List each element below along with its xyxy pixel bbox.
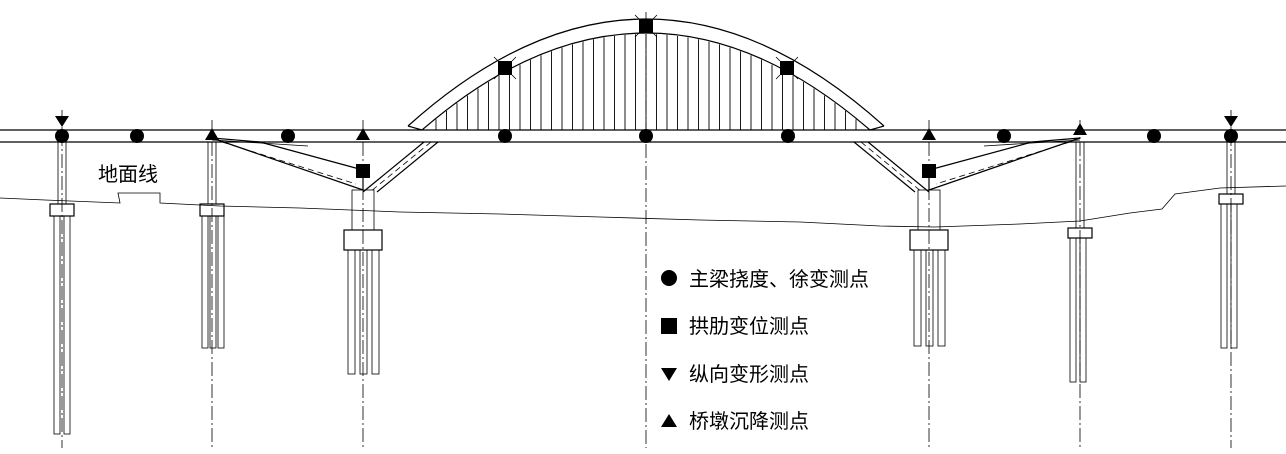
legend-item-longitudinal-deformation: 纵向变形测点 <box>661 362 809 386</box>
legend-item-arch-displacement: 拱肋变位测点 <box>661 314 809 338</box>
legend-label: 桥墩沉降测点 <box>689 409 809 433</box>
pier-1 <box>49 141 75 435</box>
arch-point-marker <box>356 164 370 178</box>
longitudinal-deformation-points <box>55 116 1238 127</box>
settlement-point-marker <box>922 128 936 140</box>
longitudinal-point-marker <box>1224 116 1238 127</box>
deflection-point-marker <box>498 129 512 143</box>
legend-item-girder-deflection: 主梁挠度、徐变测点 <box>661 267 869 291</box>
arch-point-marker <box>922 164 936 178</box>
deflection-point-marker <box>55 129 69 143</box>
pier-settlement-points <box>205 123 1087 140</box>
deflection-point-marker <box>781 129 795 143</box>
legend: 主梁挠度、徐变测点 拱肋变位测点 纵向变形测点 桥墩沉降测点 <box>661 267 869 433</box>
arch-point-marker <box>639 19 653 33</box>
arch-point-marker <box>780 61 794 75</box>
arch-displacement-points <box>356 14 936 178</box>
deflection-point-marker <box>997 129 1011 143</box>
legend-item-pier-settlement: 桥墩沉降测点 <box>661 409 809 433</box>
legend-label: 主梁挠度、徐变测点 <box>689 267 869 291</box>
arch-point-marker <box>498 61 512 75</box>
pier-6 <box>1218 141 1244 349</box>
deflection-point-marker <box>1147 129 1161 143</box>
deflection-point-marker <box>639 129 653 143</box>
ground-line-label: 地面线 <box>98 162 158 186</box>
longitudinal-point-marker <box>55 116 69 127</box>
pier-5 <box>1067 141 1093 383</box>
legend-label: 拱肋变位测点 <box>689 314 809 338</box>
legend-square-icon <box>661 318 677 334</box>
pier-4 <box>909 189 949 347</box>
pier-3 <box>343 189 383 375</box>
legend-triangle-up-icon <box>661 414 677 427</box>
arch-hangers <box>435 34 857 130</box>
settlement-point-marker <box>356 128 370 140</box>
deflection-point-marker <box>130 129 144 143</box>
settlement-point-marker <box>205 128 219 140</box>
settlement-point-marker <box>1073 123 1087 135</box>
pier-2 <box>199 141 225 349</box>
legend-circle-icon <box>661 270 677 286</box>
ground-line <box>0 185 1286 228</box>
deflection-point-marker <box>281 129 295 143</box>
deflection-point-marker <box>1224 129 1238 143</box>
legend-triangle-down-icon <box>661 368 677 381</box>
girder-deflection-points <box>55 129 1238 143</box>
centerlines <box>61 12 1232 448</box>
legend-label: 纵向变形测点 <box>689 362 809 386</box>
